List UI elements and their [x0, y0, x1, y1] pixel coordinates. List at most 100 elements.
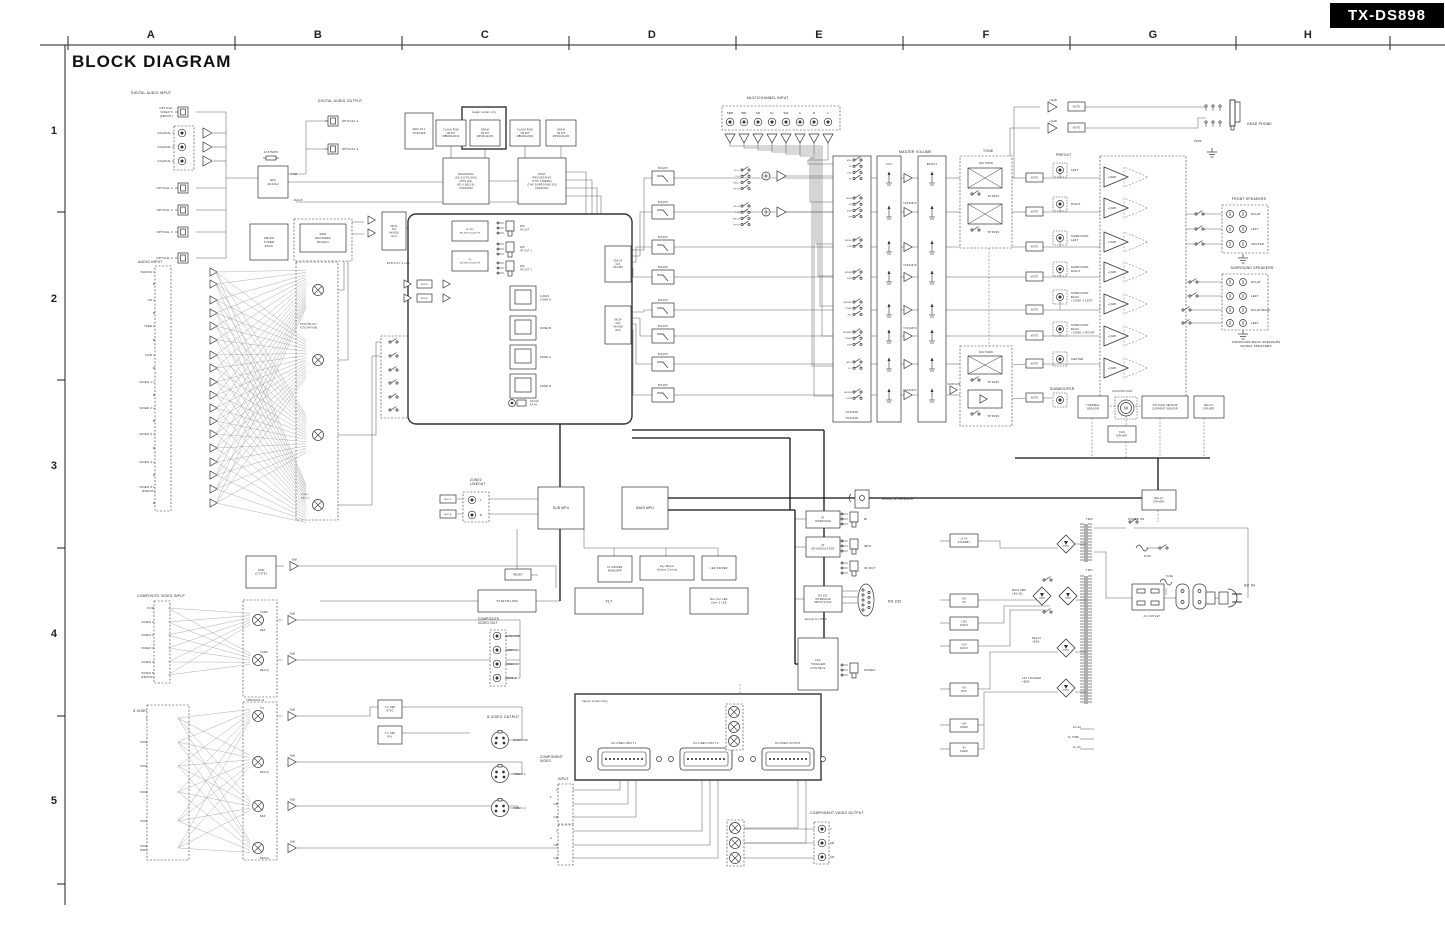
ir-out-jack: IR OUT	[840, 560, 876, 577]
component-video-output-label: COMPONENT VIDEO OUTPUT	[810, 811, 864, 815]
svg-text:RPLS: RPLS	[734, 225, 741, 227]
svg-text:OPTICAL 3: OPTICAL 3	[157, 230, 174, 234]
pamp: +29dB	[1103, 231, 1149, 253]
svg-text:REC(2): REC(2)	[260, 670, 269, 672]
sw	[1194, 210, 1205, 216]
att	[886, 357, 892, 372]
att	[886, 270, 892, 285]
svg-text:50KLPF: 50KLPF	[658, 167, 668, 170]
brect	[1032, 586, 1052, 606]
svg-text:CR: CR	[830, 855, 835, 859]
svg-text:IR OUT: IR OUT	[864, 566, 876, 570]
svg-text:BYPASS: BYPASS	[988, 195, 999, 198]
svg-text:SR: SR	[756, 111, 760, 115]
lbl: TXD	[291, 172, 297, 176]
svg-text:MDSBR: MDSBR	[843, 332, 852, 334]
svg-text:1: 1	[550, 795, 552, 799]
svg-text:6dB: 6dB	[290, 798, 295, 801]
mix: REC(2)	[252, 842, 269, 860]
svg-text:DSR: DSR	[847, 210, 852, 212]
pamp: +29dB	[1103, 325, 1149, 347]
amp	[209, 390, 218, 400]
svg-text:MUTE: MUTE	[1031, 335, 1039, 337]
svg-text:TMH20001 x2: TMH20001 x2	[246, 699, 265, 702]
pamp: +29dB	[1103, 293, 1149, 315]
lbl: Except for WDC	[805, 617, 827, 621]
sw	[388, 379, 399, 385]
svg-text:HPFM: HPFM	[1194, 141, 1202, 143]
svg-text:VIDEO 5(FRONT): VIDEO 5(FRONT)	[140, 844, 153, 852]
amp	[209, 416, 218, 426]
svg-text:PHONO L: PHONO L	[141, 270, 156, 274]
amp	[209, 484, 218, 494]
svg-text:VIDEO 1: VIDEO 1	[140, 740, 153, 744]
lbl: INPUT	[558, 777, 569, 781]
svg-text:MUTE: MUTE	[1031, 363, 1039, 365]
svg-text:MUTE: MUTE	[1031, 211, 1039, 213]
cv-out-video3: VIDEO 3	[492, 659, 518, 669]
box: MUTE	[1067, 101, 1086, 112]
svg-text:SURROUND BACK SPEAKERS/ZONE2 S: SURROUND BACK SPEAKERS/ZONE2 SPEAKERS	[1232, 340, 1281, 348]
lbl: DAUX	[294, 198, 303, 202]
svg-text:FL-AC: FL-AC	[1073, 746, 1081, 749]
preout-left: LEFT	[1052, 162, 1078, 178]
svg-text:R: R	[813, 111, 815, 115]
svg-text:FL: FL	[849, 166, 853, 168]
svg-text:Except for WDC: Except for WDC	[805, 617, 827, 621]
zone2-trigger-jack: ZONE2	[840, 662, 875, 679]
amp	[209, 321, 218, 331]
mix: REP	[252, 800, 265, 818]
mix	[312, 429, 324, 441]
svg-text:MDL: MDL	[847, 160, 853, 162]
svg-text:HEAD PHONE: HEAD PHONE	[1247, 122, 1272, 126]
preout-center: CENTER	[1052, 351, 1083, 367]
svg-text:T902: T902	[1086, 517, 1093, 521]
mch-sbl: SBL	[739, 111, 749, 127]
db	[721, 105, 841, 131]
svg-text:FUSE: FUSE	[1166, 576, 1173, 578]
amp	[209, 335, 218, 345]
svg-text:OPTICAL 2: OPTICAL 2	[157, 208, 174, 212]
amp	[442, 293, 451, 303]
xb	[967, 203, 1003, 225]
mix	[728, 735, 740, 747]
svg-text:TC94A67F: TC94A67F	[903, 202, 917, 205]
svg-text:Japan model only: Japan model only	[582, 699, 608, 703]
svideo-selector-wiring	[177, 709, 251, 853]
surround-speaker-right: RIGHT	[1226, 278, 1261, 286]
svg-text:SL: SL	[849, 179, 853, 181]
svg-text:B: B	[314, 29, 322, 41]
lbl: FUSE	[1144, 556, 1151, 558]
dir-crystal: 24.576MHz	[263, 151, 279, 161]
mix	[312, 354, 324, 366]
svg-text:ZONE B: ZONE B	[540, 326, 551, 330]
svg-text:ZONE2: ZONE2	[864, 668, 875, 672]
svg-text:RIGHT: RIGHT	[1251, 212, 1261, 216]
svg-text:50KLPF: 50KLPF	[658, 266, 668, 269]
svg-text:T901: T901	[1086, 568, 1093, 572]
amp	[808, 133, 820, 144]
svg-text:MAIN MPU: MAIN MPU	[636, 506, 654, 510]
